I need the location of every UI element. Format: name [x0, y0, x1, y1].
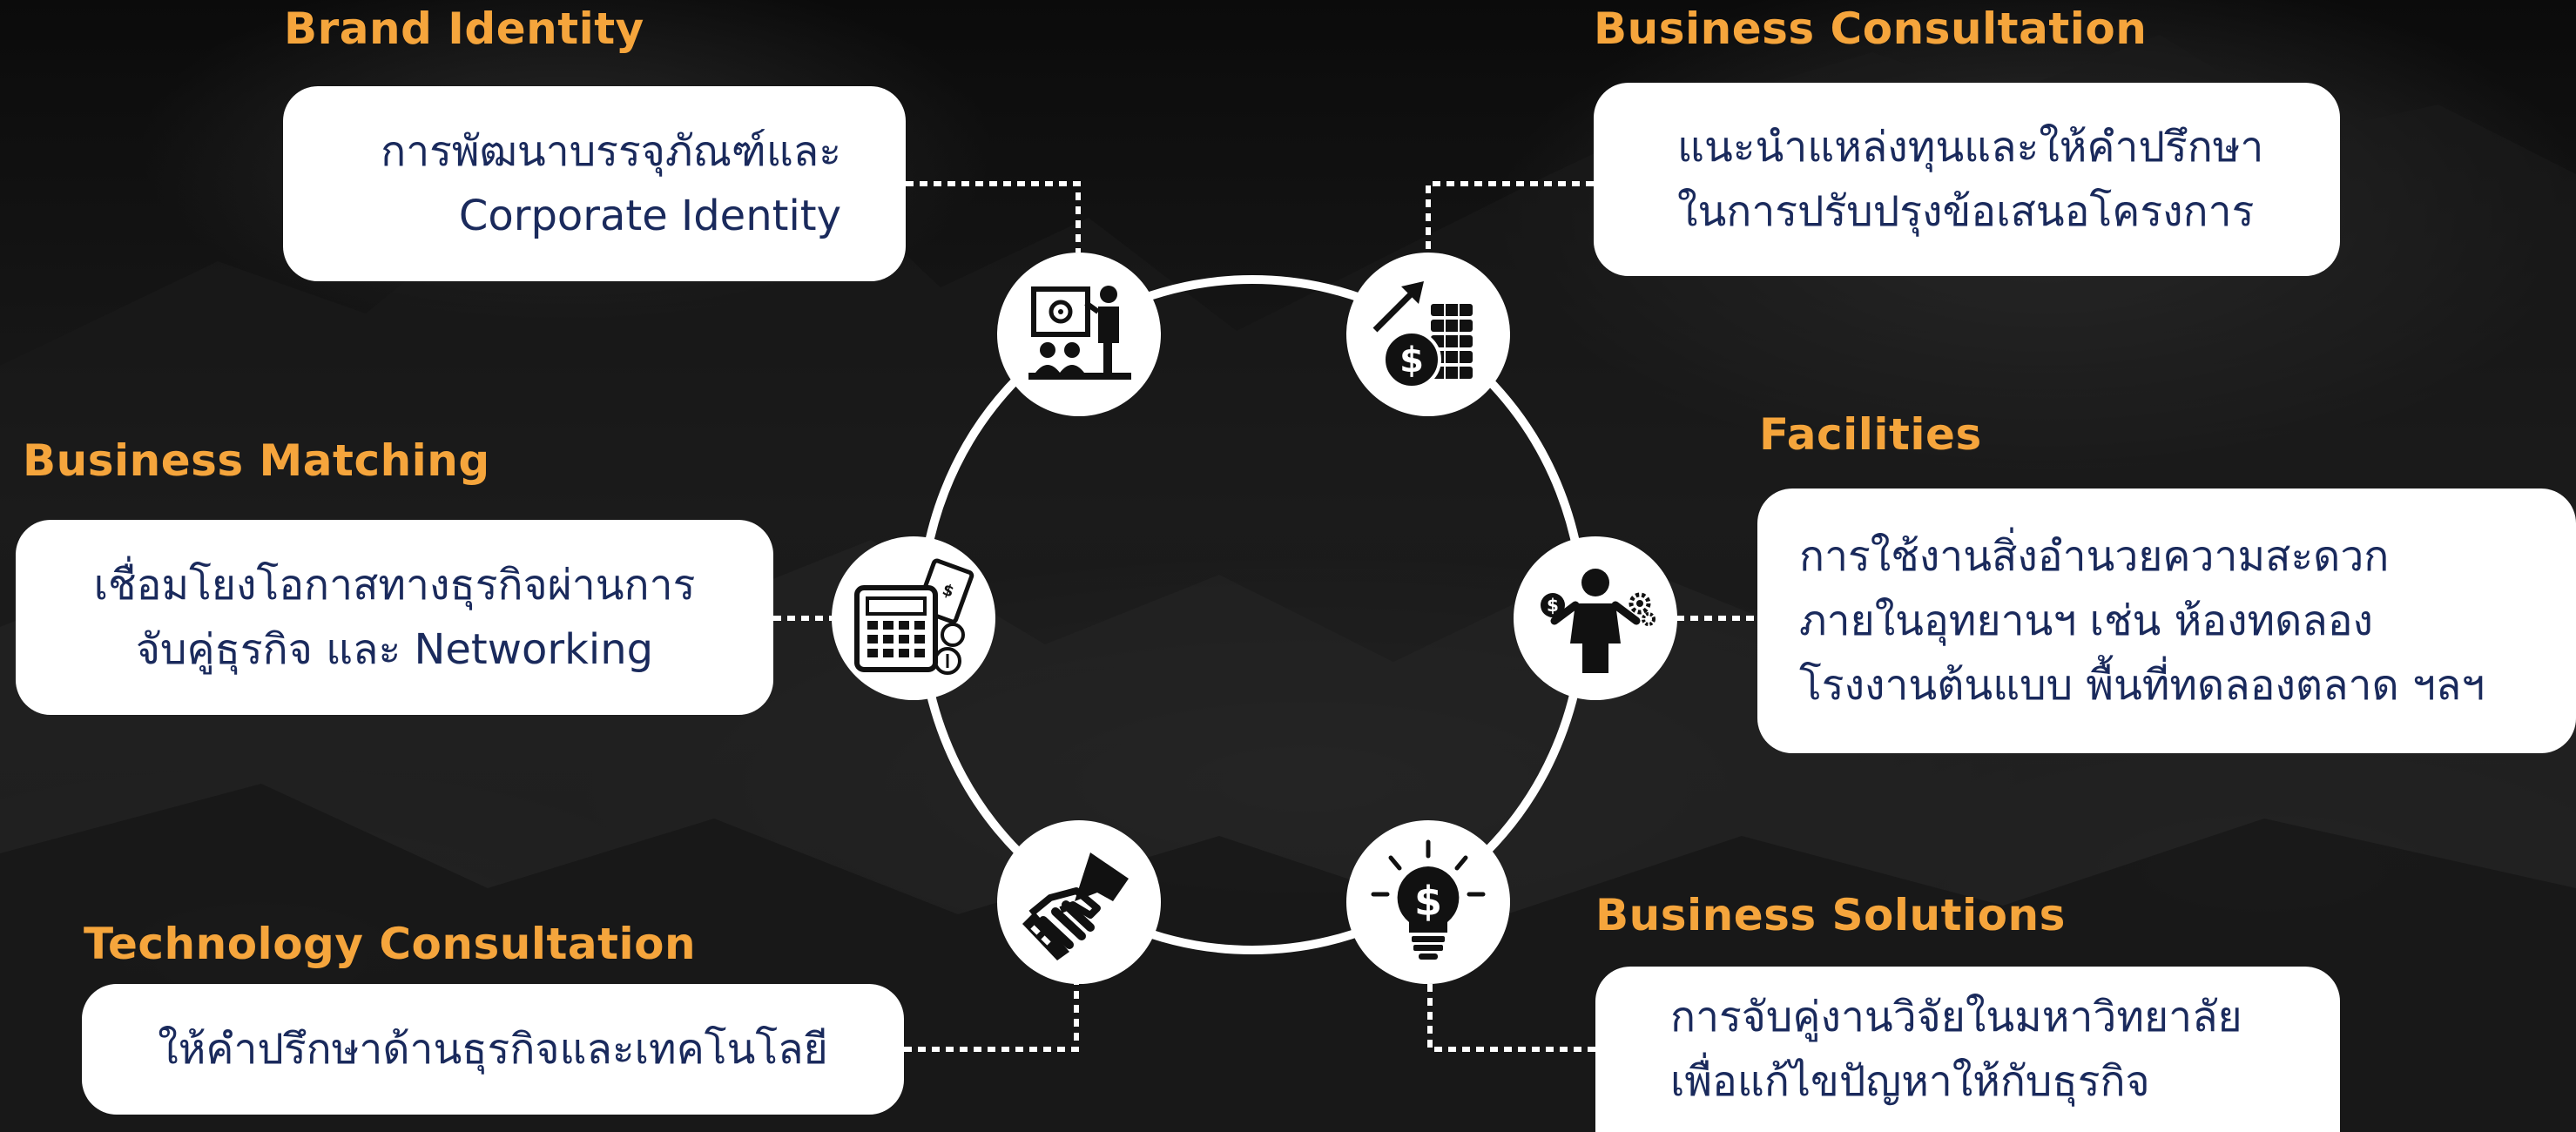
box-text-line: เพื่อแก้ไขปัญหาให้กับธุรกิจ: [1670, 1057, 2150, 1106]
connector-consult: [1426, 181, 1594, 253]
title-business-matching: Business Matching: [23, 435, 490, 486]
money-growth-icon: $: [1372, 281, 1473, 389]
title-business-consultation: Business Consultation: [1594, 3, 2148, 54]
box-text-line: ให้คำปรึกษาด้านธุรกิจและเทคโนโลยี: [158, 1025, 828, 1074]
svg-text:$: $: [1547, 595, 1559, 616]
connector-solutions: [1427, 980, 1595, 1052]
svg-text:$: $: [1399, 340, 1424, 381]
title-business-solutions: Business Solutions: [1595, 890, 2066, 940]
node-brand-identity: [997, 253, 1161, 416]
dollar-bulb-icon: $: [1371, 839, 1486, 960]
box-text-line: การใช้งานสิ่งอำนวยความสะดวก: [1799, 532, 2390, 581]
title-technology-consultation: Technology Consultation: [84, 919, 697, 969]
handshake-icon: [1022, 852, 1129, 960]
box-text-line: Corporate Identity: [458, 192, 841, 240]
box-text-line: ในการปรับปรุงข้อเสนอโครงการ: [1677, 187, 2255, 236]
box-business-solutions: การจับคู่งานวิจัยในมหาวิทยาลัย เพื่อแก้ไ…: [1595, 967, 2340, 1132]
node-business-solutions: $: [1346, 820, 1510, 984]
box-text-line: ภายในอุทยานฯ เช่น ห้องทดลอง: [1799, 596, 2373, 645]
node-technology-consultation: [997, 820, 1161, 984]
box-text-line: การจับคู่งานวิจัยในมหาวิทยาลัย: [1670, 993, 2242, 1041]
box-text-line: เชื่อมโยงโอกาสทางธุรกิจผ่านการ: [93, 561, 696, 610]
balance-person-icon: $: [1541, 569, 1656, 673]
svg-text:$: $: [1414, 878, 1442, 925]
box-text-line: จับคู่ธุรกิจ และ Networking: [135, 625, 654, 674]
box-text-line: การพัฒนาบรรจุภัณฑ์และ: [381, 127, 841, 176]
connector-technology: [904, 980, 1079, 1052]
connector-brand: [906, 181, 1081, 253]
calculator-icon: $: [854, 558, 974, 675]
presentation-icon: [1028, 286, 1131, 380]
title-brand-identity: Brand Identity: [284, 3, 644, 54]
node-facilities: $: [1514, 536, 1677, 700]
box-text-line: แนะนำแหล่งทุนและให้คำปรึกษา: [1677, 123, 2264, 172]
box-technology-consultation: ให้คำปรึกษาด้านธุรกิจและเทคโนโลยี: [82, 984, 904, 1115]
box-business-matching: เชื่อมโยงโอกาสทางธุรกิจผ่านการ จับคู่ธุร…: [16, 520, 773, 715]
title-facilities: Facilities: [1759, 409, 1982, 460]
box-text-line: โรงงานต้นแบบ พื้นที่ทดลองตลาด ฯลฯ: [1799, 661, 2485, 710]
box-brand-identity: การพัฒนาบรรจุภัณฑ์และ Corporate Identity: [283, 86, 906, 281]
node-business-consultation: $: [1346, 253, 1510, 416]
node-business-matching: $: [832, 536, 995, 700]
box-facilities: การใช้งานสิ่งอำนวยความสะดวก ภายในอุทยานฯ…: [1757, 489, 2576, 753]
box-business-consultation: แนะนำแหล่งทุนและให้คำปรึกษา ในการปรับปรุ…: [1594, 83, 2340, 276]
